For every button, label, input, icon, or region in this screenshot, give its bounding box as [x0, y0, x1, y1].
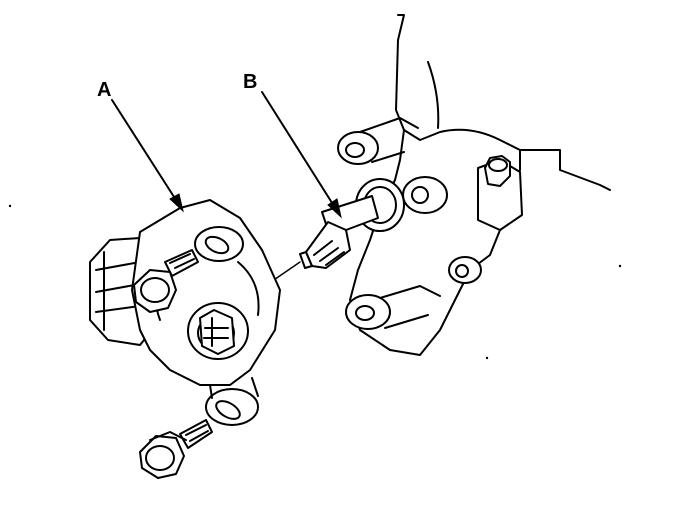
- transmission-housing: [337, 14, 611, 356]
- callout-arrow-a: [111, 99, 184, 213]
- callout-label-b: B: [243, 71, 257, 93]
- callout-label-a: A: [97, 79, 111, 101]
- scan-dot: [618, 264, 622, 268]
- scan-dot: [8, 204, 12, 208]
- transmission-range-switch: [89, 199, 281, 426]
- callout-arrow-b: [261, 91, 342, 219]
- mounting-bolt: [139, 419, 213, 479]
- scan-dot: [485, 356, 489, 360]
- manual-valve-shaft: [299, 195, 379, 269]
